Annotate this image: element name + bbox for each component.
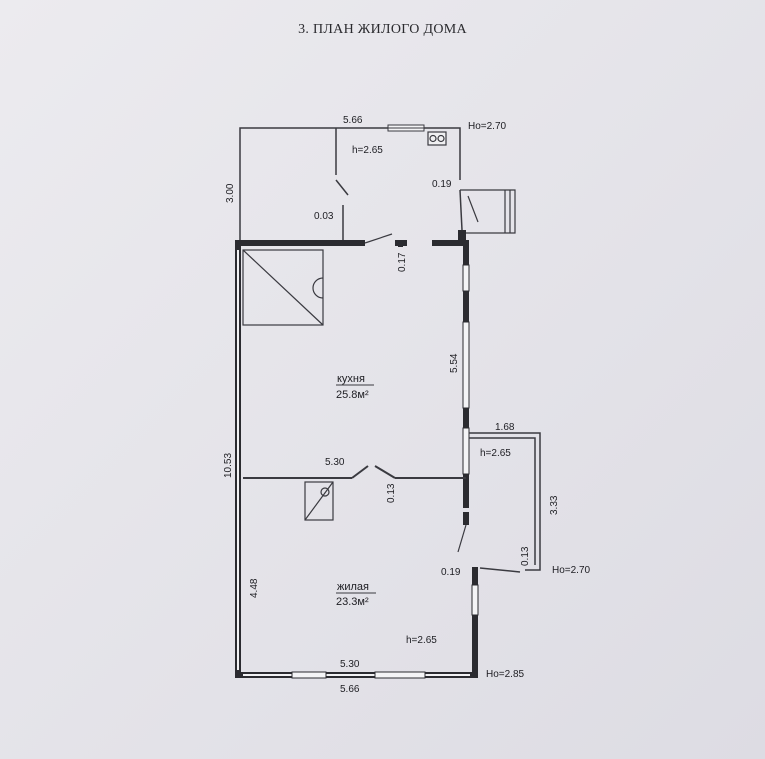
dim-living-length: 4.48 — [249, 578, 260, 598]
room-kitchen-name: кухня — [337, 373, 365, 385]
dim-veranda-wall-003: 0.03 — [314, 211, 334, 222]
dim-annex-ceiling: h=2.65 — [480, 448, 511, 459]
door-swing-kitchen — [364, 233, 467, 553]
room-living-area: 23.3м² — [336, 596, 369, 608]
main-wall-fill — [237, 250, 470, 676]
dim-living-ceiling: h=2.65 — [406, 635, 437, 646]
dim-annex-height-mark: Ho=2.70 — [552, 565, 591, 576]
page-title: 3. ПЛАН ЖИЛОГО ДОМА — [298, 22, 467, 37]
room-partition — [243, 465, 466, 479]
veranda-outline — [239, 127, 463, 245]
room-living-name: жилая — [337, 581, 369, 593]
main-walls — [235, 240, 478, 678]
dim-house-height-mark: Ho=2.85 — [486, 669, 525, 680]
bottom-wall-windows — [291, 671, 426, 679]
dim-veranda-wall-019: 0.19 — [432, 179, 452, 190]
dim-total-length: 10.53 — [223, 453, 234, 478]
living-stove — [304, 481, 334, 521]
dim-partition-thickness: 0.13 — [386, 483, 397, 503]
room-kitchen-area: 25.8м² — [336, 389, 369, 401]
dim-door-gap: 0.17 — [397, 252, 408, 272]
wall-post — [458, 230, 466, 242]
dim-annex-width: 1.68 — [495, 422, 515, 433]
dim-living-wall: 0.19 — [441, 567, 461, 578]
dim-annex-wall: 0.13 — [520, 546, 531, 566]
dim-partition-width: 5.30 — [325, 457, 345, 468]
dim-outer-width: 5.66 — [340, 684, 360, 695]
dim-top-veranda-width: 5.66 — [343, 115, 363, 126]
right-wall-windows — [462, 264, 479, 616]
annex-outline — [469, 432, 541, 573]
dim-veranda-ceiling: h=2.65 — [352, 145, 383, 156]
kitchen-oven — [242, 249, 324, 326]
door-post — [398, 240, 403, 247]
dim-inner-width: 5.30 — [340, 659, 360, 670]
dim-veranda-depth: 3.00 — [225, 183, 236, 203]
dim-annex-depth: 3.33 — [549, 495, 560, 515]
stove-icon — [427, 131, 447, 146]
veranda-window-top — [387, 124, 425, 132]
dim-veranda-height-mark: Ho=2.70 — [468, 121, 507, 132]
dim-kitchen-length: 5.54 — [449, 353, 460, 373]
porch-steps — [460, 189, 516, 234]
